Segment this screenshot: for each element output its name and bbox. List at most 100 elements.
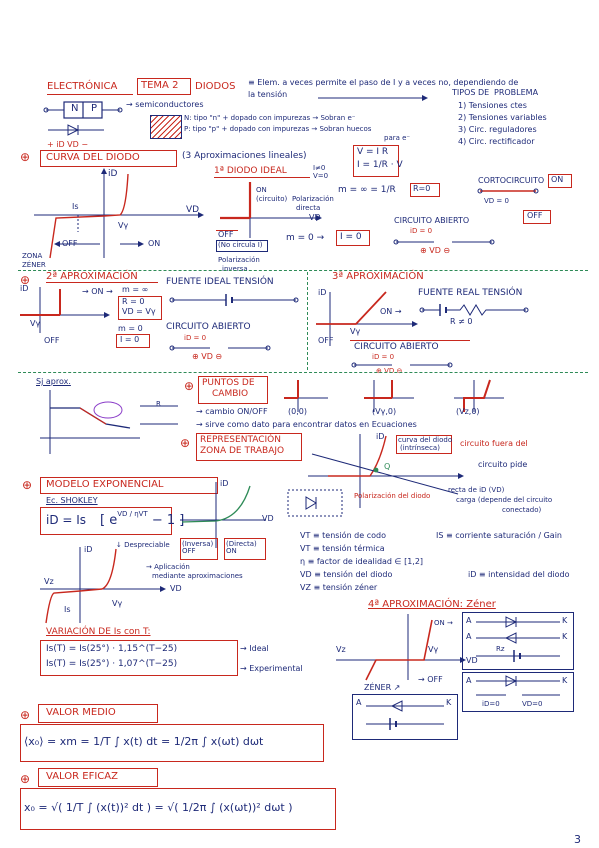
aplicacion-1: → Aplicación: [146, 563, 190, 571]
despreciable-note: ↓ Despreciable: [116, 541, 170, 549]
aprox2-on: → ON →: [82, 287, 113, 296]
representacion-title-box: [196, 433, 302, 461]
curva-title-box: [40, 150, 177, 167]
fuente-ideal-label: FUENTE IDEAL TENSIÓN: [166, 277, 274, 287]
vd0-label: VD = 0: [484, 197, 509, 205]
off-tag-box: [523, 210, 551, 224]
curva-diodo-box: [396, 435, 452, 454]
point-3: (Vz,0): [456, 407, 480, 416]
aprox3-vr: Vγ: [350, 327, 361, 336]
zener-vd0: VD=0: [522, 700, 543, 708]
puntos-title-1: PUNTOS DE: [202, 378, 255, 388]
n-description: N: tipo "n" + dopado con impurezas → Sob…: [184, 114, 356, 122]
junction-hatch: [150, 115, 182, 139]
off-tag: OFF: [527, 211, 543, 220]
curva-diodo-2: (intrínseca): [400, 444, 440, 452]
aprox3-graph: [316, 291, 418, 346]
problem-type-3: 3) Circ. reguladores: [458, 125, 537, 134]
subject-title: ELECTRÓNICA: [47, 81, 118, 92]
fuente-real-circuit: [419, 304, 529, 316]
bullet-icon: ⊕: [20, 772, 31, 786]
on-tag: ON: [551, 175, 564, 184]
valor-eficaz-box: [20, 788, 336, 830]
zener-k-4: K: [446, 698, 452, 707]
zener-a-2: A: [466, 632, 472, 641]
aprox2-id: iD: [20, 284, 29, 293]
open-vd-label: ⊕ VD ⊖: [420, 246, 451, 255]
zener-k-3: K: [562, 676, 568, 685]
topic-box: [137, 78, 191, 95]
np-junction-diagram: [43, 101, 123, 136]
valor-medio-title-box: [38, 704, 158, 723]
zener-a-4: A: [356, 698, 362, 707]
directa-label: (Directa) ON: [226, 540, 257, 555]
def-vt-codo: VT ≡ tensión de codo: [300, 531, 386, 540]
open-circuit-wire: [393, 239, 495, 245]
variacion-box: [40, 640, 238, 676]
aprox2-vr: Vγ: [30, 319, 41, 328]
zener-on-box: [462, 612, 574, 670]
problem-type-2: 2) Tensiones variables: [458, 113, 547, 122]
aprox2-graph: [20, 287, 110, 333]
on-tag-box: [548, 174, 572, 188]
inversa-box: [180, 538, 218, 560]
puntos-cambio: → cambio ON/OFF: [196, 407, 268, 416]
ideal-on-label: ON: [256, 186, 267, 194]
def-vt-termica: VT ≡ tensión térmica: [300, 544, 385, 553]
aprox2-circ-abierto: CIRCUITO ABIERTO: [166, 322, 251, 332]
zener-id0: iD=0: [482, 700, 500, 708]
id-vd-label: + iD VD −: [47, 140, 89, 149]
def-is: IS ≡ corriente saturación / Gain: [436, 531, 563, 540]
ideal-r0: R=0: [413, 184, 431, 193]
ideal-cond-2: V=0: [313, 172, 329, 180]
aprox2-off: OFF: [44, 336, 60, 345]
aprox3-id: iD: [318, 288, 327, 297]
bullet-icon: ⊕: [180, 436, 191, 450]
definition-arrow: [318, 95, 428, 101]
ideal-m0: m = 0 →: [286, 233, 325, 243]
aprox2-values-box: [118, 296, 162, 320]
def-vz: VZ ≡ tensión zéner: [300, 583, 378, 592]
modelo-title-box: [40, 477, 218, 494]
polar-inversa-2: inversa: [222, 265, 248, 273]
bullet-icon: ⊕: [20, 273, 31, 287]
polar-directa-1: Polarización: [292, 195, 334, 203]
full-curve-vd: VD: [170, 584, 182, 593]
section-title: DIODOS: [195, 81, 236, 92]
aprox3-circ-abierto: CIRCUITO ABIERTO: [354, 342, 439, 352]
aprox2-vd: ⊕ VD ⊖: [192, 352, 223, 361]
aplicacion-2: mediante aproximaciones: [152, 572, 243, 580]
sj-r-label: R: [156, 400, 161, 408]
valor-eficaz-title-box: [38, 768, 158, 787]
ideal-off-overline: [216, 230, 238, 241]
full-curve-id: iD: [84, 545, 93, 554]
ohm-eq-2: I = 1/R · V: [357, 160, 403, 170]
zener-graph: [336, 614, 466, 681]
aprox2-vd-vr: VD = Vγ: [122, 307, 156, 316]
aprox2-i0-box: [116, 334, 150, 348]
aprox2-r0: R = 0: [122, 297, 145, 306]
exp-full-curve: [40, 547, 166, 624]
circuito-abierto-label: CIRCUITO ABIERTO: [394, 216, 470, 225]
aprox2-underline: [46, 268, 158, 283]
ideal-off-label: OFF: [218, 230, 234, 239]
curve-id-label: iD: [108, 169, 118, 179]
no-circula-box: [216, 240, 268, 252]
variacion-ideal: → Ideal: [240, 644, 269, 653]
zener-vz: Vz: [336, 645, 346, 654]
topic-label: TEMA 2: [141, 80, 179, 91]
aprox2-i0: I = 0: [120, 335, 140, 344]
rep-q: Q: [384, 462, 391, 471]
curve-on-label: ON: [148, 239, 161, 248]
aprox3-r-ne0: R ≠ 0: [450, 317, 473, 326]
puntos-title-box: [198, 376, 268, 404]
ideal-title-underline: [214, 165, 310, 178]
def-id: iD ≡ intensidad del diodo: [468, 570, 570, 579]
bullet-icon: ⊕: [20, 150, 31, 164]
zona-label: ZONA: [22, 252, 43, 260]
zener-on: ON →: [434, 619, 453, 627]
variacion-eq1: Is(T) = Is(25°) · 1,15^(T−25): [46, 644, 178, 654]
p-description: P: tipo "p" + dopado con impurezas → Sob…: [184, 125, 372, 133]
curva-title: CURVA DEL DIODO: [46, 152, 140, 163]
exp-graph-vd: VD: [262, 514, 274, 523]
